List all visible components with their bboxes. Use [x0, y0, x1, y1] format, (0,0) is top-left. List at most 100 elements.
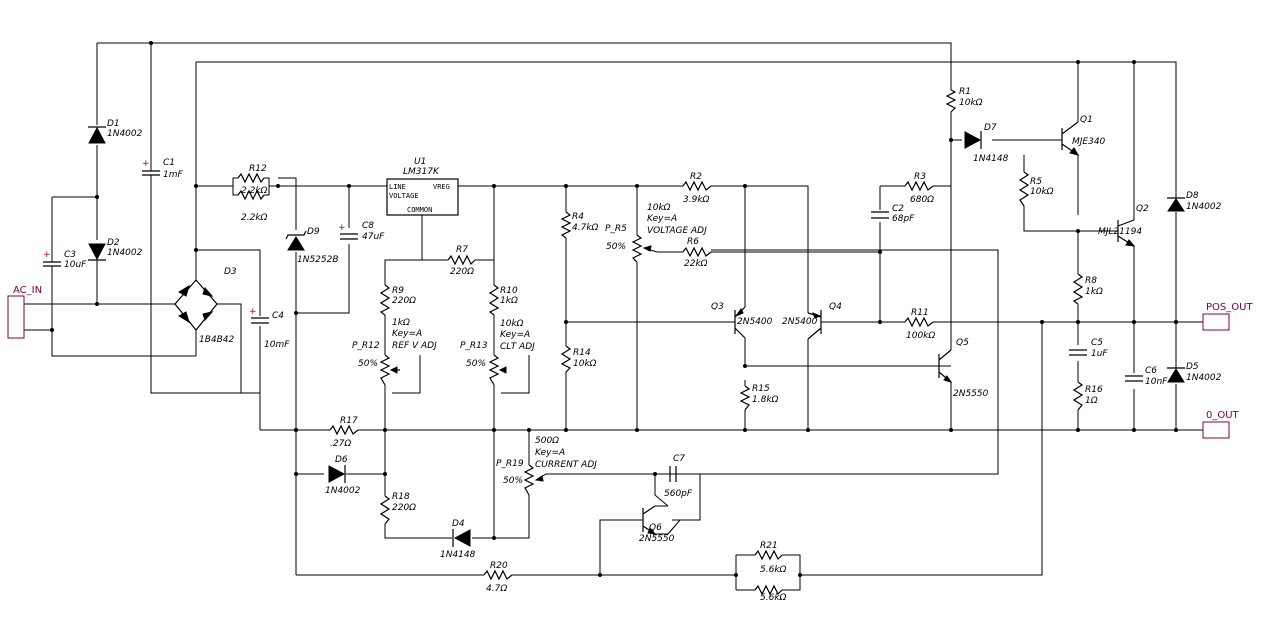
resistor-r15: R15 1.8kΩ	[739, 384, 779, 411]
svg-text:3.9kΩ: 3.9kΩ	[683, 195, 710, 205]
svg-text:R5: R5	[1030, 177, 1042, 187]
svg-text:220Ω: 220Ω	[392, 296, 416, 306]
svg-text:REF V ADJ: REF V ADJ	[392, 341, 437, 351]
svg-text:C2: C2	[892, 204, 904, 214]
svg-text:COMMON: COMMON	[407, 206, 432, 214]
cap-c1: + C1 1mF	[142, 158, 183, 182]
svg-text:220Ω: 220Ω	[450, 267, 474, 277]
resistor-r18: R18 220Ω	[379, 492, 416, 525]
svg-text:P_R13: P_R13	[460, 341, 488, 351]
svg-text:VOLTAGE: VOLTAGE	[389, 192, 419, 200]
svg-text:68pF: 68pF	[892, 214, 915, 224]
svg-text:+: +	[142, 159, 150, 169]
svg-text:2N5400: 2N5400	[782, 317, 818, 327]
cap-c8: + C8 47uF	[338, 221, 385, 242]
transistor-q5: Q5 2N5550	[938, 338, 989, 399]
diode-d1: D1 1N4002	[88, 119, 143, 144]
svg-text:Key=A: Key=A	[535, 448, 565, 458]
svg-text:R20: R20	[490, 561, 508, 571]
svg-text:1kΩ: 1kΩ	[392, 318, 410, 328]
resistor-r6: R6 22kΩ	[682, 237, 712, 269]
svg-text:R12: R12	[249, 164, 267, 174]
svg-text:Q2: Q2	[1136, 204, 1149, 214]
bridge-d3: D3 1B4B42	[174, 267, 237, 345]
svg-text:R6: R6	[687, 237, 699, 247]
svg-text:10kΩ: 10kΩ	[500, 319, 524, 329]
svg-text:R9: R9	[392, 286, 404, 296]
resistor-r2: R2 3.9kΩ	[682, 172, 712, 205]
svg-text:D4: D4	[452, 519, 465, 529]
svg-text:0_OUT: 0_OUT	[1206, 410, 1240, 421]
svg-text:D7: D7	[984, 123, 997, 133]
diode-d5: D5 1N4002	[1167, 362, 1222, 383]
svg-text:D8: D8	[1186, 191, 1199, 201]
transistor-q3: Q3 2N5400	[711, 302, 773, 339]
svg-text:1N4002: 1N4002	[1186, 202, 1222, 212]
port-pos-out: POS_OUT	[1202, 302, 1253, 331]
svg-text:Q6: Q6	[649, 523, 662, 533]
svg-text:Q5: Q5	[956, 338, 969, 348]
svg-text:Q1: Q1	[1080, 115, 1093, 125]
svg-text:2.2kΩ: 2.2kΩ	[241, 213, 268, 223]
svg-text:VREG: VREG	[433, 183, 450, 191]
junction-dots	[50, 41, 1178, 577]
resistor-r10: R10 1kΩ	[488, 284, 518, 316]
port-zero-out: 0_OUT	[1202, 410, 1240, 439]
svg-text:Key=A: Key=A	[500, 330, 530, 340]
svg-text:1N5252B: 1N5252B	[297, 255, 339, 265]
svg-text:LINE: LINE	[389, 183, 406, 191]
svg-text:50%: 50%	[606, 242, 626, 252]
svg-text:LM317K: LM317K	[403, 167, 440, 177]
transistor-q4: Q4 2N5400	[782, 302, 842, 340]
svg-text:50%: 50%	[503, 476, 523, 486]
resistor-r3: R3 680Ω	[904, 172, 934, 205]
svg-text:C3: C3	[64, 250, 76, 260]
cap-c5: C5 1uF	[1069, 338, 1108, 359]
svg-text:680Ω: 680Ω	[910, 195, 934, 205]
svg-text:D1: D1	[107, 119, 120, 129]
svg-text:2N5400: 2N5400	[737, 317, 773, 327]
svg-text:560pF: 560pF	[664, 489, 693, 499]
wires	[24, 42, 1203, 591]
svg-text:R18: R18	[392, 492, 410, 502]
resistor-r21: R21 5.6kΩ 5.6kΩ	[754, 541, 787, 603]
resistor-r17: R17 .27Ω	[329, 416, 359, 449]
svg-text:22kΩ: 22kΩ	[684, 259, 708, 269]
svg-text:220Ω: 220Ω	[392, 503, 416, 513]
svg-text:D2: D2	[107, 238, 120, 248]
resistor-r8: R8 1kΩ	[1072, 273, 1103, 305]
svg-text:2.2kΩ: 2.2kΩ	[241, 186, 268, 196]
svg-text:C1: C1	[163, 158, 175, 168]
diode-d6: D6 1N4002	[325, 455, 361, 496]
svg-text:C4: C4	[272, 311, 284, 321]
svg-text:1mF: 1mF	[163, 170, 183, 180]
svg-text:R21: R21	[760, 541, 778, 551]
svg-text:2N5550: 2N5550	[953, 389, 989, 399]
transistor-q2: Q2 MJL21194	[1098, 204, 1149, 247]
svg-text:R16: R16	[1085, 385, 1103, 395]
cap-c7: C7 560pF	[664, 454, 693, 499]
svg-text:R3: R3	[914, 172, 926, 182]
pot-p-r13: 10kΩ Key=A CLT ADJ P_R13 50%	[460, 319, 535, 386]
svg-text:1kΩ: 1kΩ	[1085, 287, 1103, 297]
svg-text:1Ω: 1Ω	[1085, 396, 1098, 406]
ic-u1: U1 LM317K LINE VOLTAGE VREG COMMON	[386, 157, 459, 216]
svg-text:+: +	[338, 223, 346, 233]
svg-text:4.7Ω: 4.7Ω	[486, 584, 507, 594]
svg-text:C5: C5	[1091, 338, 1103, 348]
svg-text:1uF: 1uF	[1091, 349, 1108, 359]
svg-text:POS_OUT: POS_OUT	[1206, 302, 1253, 313]
svg-text:R17: R17	[340, 416, 358, 426]
svg-text:4.7kΩ: 4.7kΩ	[572, 223, 599, 233]
svg-text:P_R5: P_R5	[605, 224, 627, 234]
svg-text:R10: R10	[500, 286, 518, 296]
svg-text:P_R19: P_R19	[496, 459, 524, 469]
cap-c4: + C4 10mF	[249, 307, 290, 350]
svg-text:C6: C6	[1145, 366, 1157, 376]
svg-text:R8: R8	[1085, 276, 1097, 286]
svg-text:Key=A: Key=A	[392, 329, 422, 339]
svg-text:47uF: 47uF	[362, 232, 385, 242]
svg-text:R14: R14	[573, 348, 591, 358]
svg-text:MJE340: MJE340	[1072, 137, 1106, 147]
